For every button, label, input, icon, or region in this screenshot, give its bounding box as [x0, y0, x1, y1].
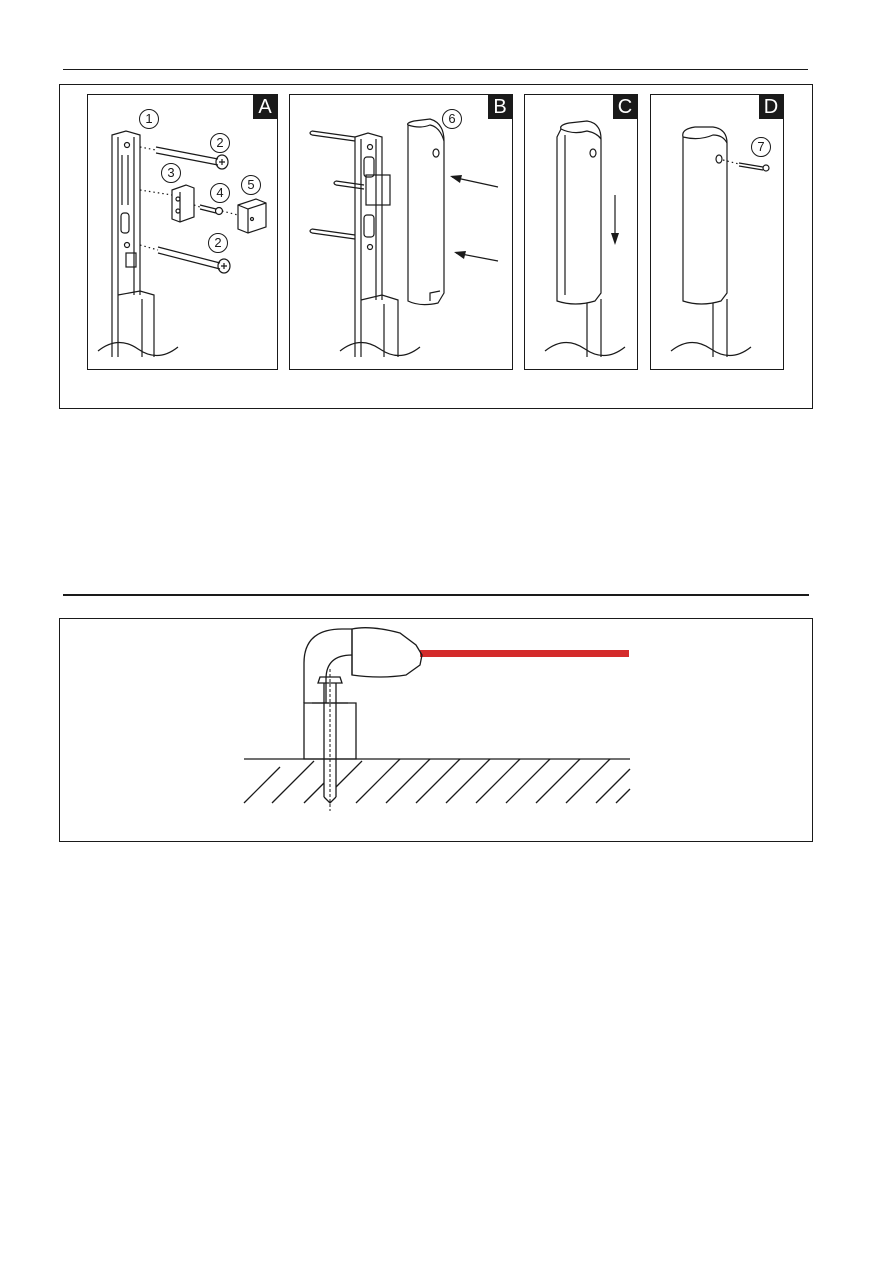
callout-2-top: 2: [210, 133, 230, 153]
panel-b-letter: B: [488, 95, 512, 119]
panel-d-letter: D: [759, 95, 783, 119]
panel-b-drawing: [309, 118, 499, 357]
panel-a-letter: A: [253, 95, 277, 119]
section-rule: [63, 594, 809, 596]
callout-2-bottom: 2: [208, 233, 228, 253]
panel-c: C: [524, 94, 638, 370]
panel-a: A 1 2 3 4 5 2: [87, 94, 278, 370]
assembly-figure: [59, 84, 813, 409]
panel-d-drawing: [670, 126, 770, 357]
callout-4: 4: [210, 183, 230, 203]
callout-3: 3: [161, 163, 181, 183]
callout-6: 6: [442, 109, 462, 129]
panel-d: D 7: [650, 94, 784, 370]
down-arrow-head: [611, 233, 619, 245]
panel-a-drawing: [97, 130, 267, 357]
top-rule: [63, 69, 808, 70]
beam-line: [420, 650, 629, 657]
panel-c-drawing: [544, 120, 626, 357]
panel-c-letter: C: [613, 95, 637, 119]
callout-1: 1: [139, 109, 159, 129]
panel-b: B 6: [289, 94, 513, 370]
beam-mounting-figure: [59, 618, 813, 842]
arrow-head-2: [454, 251, 466, 259]
callout-5: 5: [241, 175, 261, 195]
arrow-head-1: [450, 175, 462, 183]
beam-mounting-drawing: [243, 627, 631, 811]
callout-7: 7: [751, 137, 771, 157]
